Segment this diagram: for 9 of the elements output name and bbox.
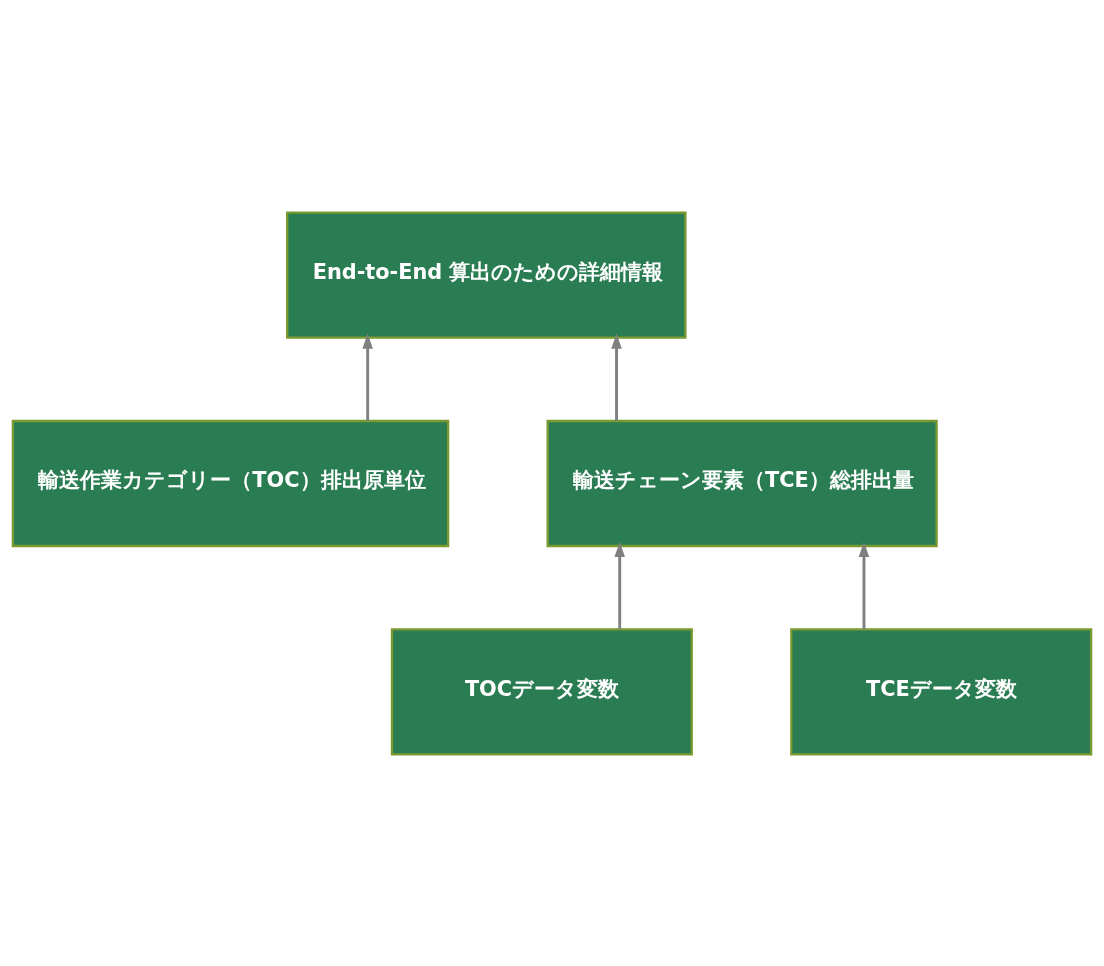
arrow — [858, 541, 870, 629]
arrow — [614, 541, 625, 629]
node-box: 輸送作業カテゴリー（TOC）排出原単位 — [11, 419, 450, 547]
node-box: End-to-End 算出のための詳細情報 — [286, 210, 687, 339]
arrow — [362, 333, 373, 421]
node-box: TCEデータ変数 — [790, 627, 1093, 756]
node-box: TOCデータ変数 — [390, 627, 693, 756]
node-box: 輸送チェーン要素（TCE）総排出量 — [546, 419, 938, 547]
arrow — [611, 333, 622, 421]
